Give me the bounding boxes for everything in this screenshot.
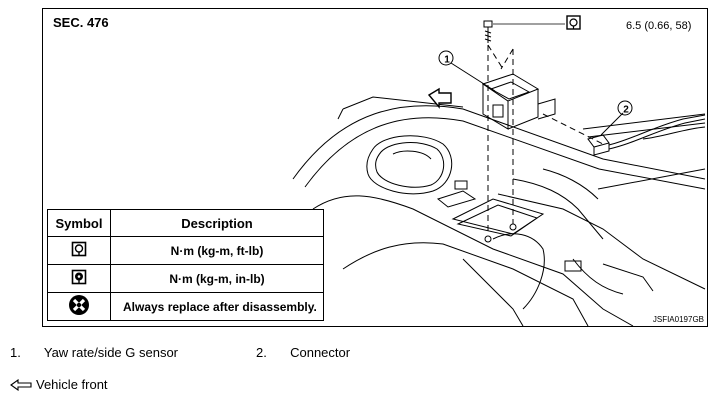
row-description: Always replace after disassembly.: [110, 292, 324, 321]
row-description: N·m (kg-m, in-lb): [110, 264, 324, 293]
table-row: N·m (kg-m, ft-lb): [47, 236, 324, 265]
console-illustration: [292, 15, 706, 326]
torque-inlb-icon: [71, 269, 87, 285]
vehicle-front-arrow-icon: [10, 378, 32, 391]
table-row: N·m (kg-m, in-lb): [47, 264, 324, 293]
torque-ftlb-icon: [71, 241, 87, 257]
callout-2-label: 2: [623, 105, 629, 116]
legend-number: 2.: [256, 345, 267, 360]
callout-2: 2: [623, 105, 629, 116]
callout-1: 1: [444, 55, 450, 66]
vehicle-front-note: Vehicle front: [10, 377, 108, 392]
figure-code: JSFIA0197GB: [652, 315, 704, 324]
legend-number: 1.: [10, 345, 21, 360]
replace-after-disassembly-icon: [69, 295, 89, 315]
callout-1-label: 1: [444, 55, 450, 66]
table-row: Always replace after disassembly.: [47, 292, 324, 321]
section-label: SEC. 476: [53, 15, 109, 30]
legend-label: Yaw rate/side G sensor: [43, 345, 179, 360]
legend-label: Connector: [290, 345, 351, 360]
description-header: Description: [110, 209, 324, 237]
symbol-table: Symbol Description N·m (kg-m, ft-lb): [47, 209, 324, 321]
symbol-header: Symbol: [47, 209, 111, 237]
legend-item-2: 2. Connector: [256, 345, 350, 360]
legend-item-1: 1. Yaw rate/side G sensor: [10, 345, 178, 360]
torque-spec: 6.5 (0.66, 58): [626, 20, 692, 32]
vehicle-front-label: Vehicle front: [36, 377, 108, 392]
row-description: N·m (kg-m, ft-lb): [110, 236, 324, 265]
diagram-frame: SEC. 476 1 2 6.5 (0.66, 58) JSFIA0197GB …: [42, 8, 708, 327]
